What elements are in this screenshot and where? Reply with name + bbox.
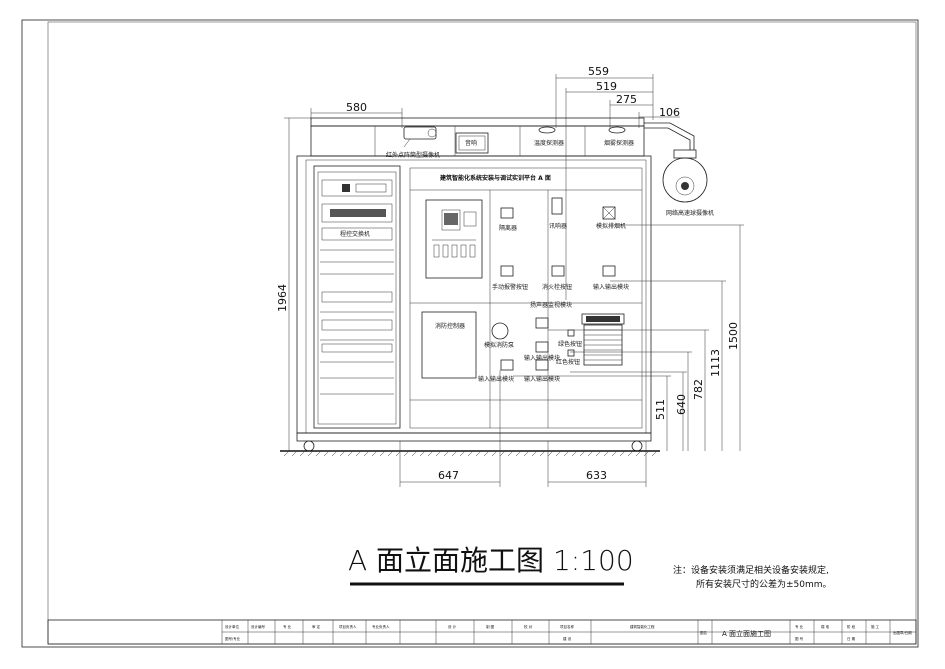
dim-511: 511 bbox=[654, 399, 667, 420]
siren-module-label: 扬声器监视模块 bbox=[530, 301, 572, 309]
tb-stage: 阶 段 bbox=[847, 624, 856, 629]
dome-camera bbox=[644, 122, 708, 203]
tb-project-lead: 项目负责人 bbox=[339, 624, 357, 629]
dimension-lines bbox=[284, 74, 744, 487]
tb-drawing-name: A 面立面施工图 bbox=[722, 629, 771, 638]
red-button-icon bbox=[567, 349, 575, 357]
io-module-4-label: 输入输出模块 bbox=[524, 375, 560, 383]
sheet-border bbox=[21, 19, 919, 648]
fire-alarm-panel bbox=[425, 199, 483, 279]
equipment-rack: 程控交换机 bbox=[320, 179, 394, 395]
note-line-2: 所有安装尺寸的公差为±50mm。 bbox=[696, 578, 832, 590]
tb-specialty: 专 业 bbox=[795, 624, 804, 629]
tb-client: 建 设 bbox=[563, 636, 572, 641]
dim-633: 633 bbox=[586, 469, 607, 482]
dim-1500: 1500 bbox=[727, 322, 740, 350]
red-button-label: 红色按钮 bbox=[556, 358, 580, 366]
dim-640: 640 bbox=[675, 394, 688, 415]
wheels bbox=[303, 440, 643, 452]
speaker-label: 音响 bbox=[465, 139, 477, 147]
tb-stamp: 出图章/日期 bbox=[893, 630, 912, 635]
dim-580: 580 bbox=[346, 101, 367, 114]
fire-controller-box bbox=[421, 311, 477, 379]
dim-1964: 1964 bbox=[276, 284, 289, 312]
green-button-label: 绿色按钮 bbox=[558, 340, 582, 348]
dim-782: 782 bbox=[692, 379, 705, 400]
fire-valve-icon bbox=[491, 322, 509, 340]
dome-camera-label: 网络高速球摄像机 bbox=[666, 209, 714, 217]
dim-106: 106 bbox=[659, 106, 680, 119]
dim-647: 647 bbox=[438, 469, 459, 482]
smoke-detector-label: 烟雾探测器 bbox=[604, 139, 634, 147]
fire-controller-label: 消防控制器 bbox=[435, 322, 465, 330]
smoke-detector-icon bbox=[608, 126, 626, 134]
io-module-2-label: 输入输出模块 bbox=[524, 354, 560, 362]
tb-sheet-no: 图 号 bbox=[795, 636, 804, 641]
hydrant-button-icon bbox=[551, 265, 565, 277]
shutter-door bbox=[581, 313, 625, 366]
tb-design-unit: 设计单位 bbox=[225, 624, 239, 629]
tb-design-no: 设计编号 bbox=[251, 624, 265, 629]
isolator-icon bbox=[500, 207, 514, 219]
io-module-2-icon bbox=[535, 341, 549, 353]
tb-date: 日 期 bbox=[847, 636, 856, 641]
platform-elevation bbox=[296, 117, 652, 442]
tb-drafter: 制 图 bbox=[486, 624, 495, 629]
io-module-3-icon bbox=[500, 359, 514, 371]
fire-valve-label: 模拟消防泵 bbox=[484, 341, 514, 349]
siren-module-icon bbox=[535, 317, 549, 329]
program-switch-label: 程控交换机 bbox=[340, 230, 370, 238]
green-button-icon bbox=[567, 329, 575, 337]
tb-designer: 设 计 bbox=[448, 624, 457, 629]
temperature-detector-label: 温度探测器 bbox=[534, 139, 564, 147]
tb-project-name: 项目名称 bbox=[560, 624, 574, 629]
alarm-bell-label: 讯响器 bbox=[549, 222, 567, 230]
tb-drawing-name-label: 图名 bbox=[700, 630, 707, 635]
tb-discipline: 专 业 bbox=[283, 624, 292, 629]
simulated-exhaust-label: 模拟排烟机 bbox=[596, 222, 626, 230]
drawing-title: A 面立面施工图 1:100 bbox=[348, 544, 634, 577]
speaker-box bbox=[455, 132, 489, 154]
tb-specialty-value: 弱 电 bbox=[821, 624, 830, 629]
io-module-1-label: 输入输出模块 bbox=[593, 283, 629, 291]
tb-drawing-no: 图号/专业 bbox=[225, 636, 241, 641]
dim-1113: 1113 bbox=[709, 349, 722, 377]
title-block bbox=[47, 619, 917, 645]
manual-alarm-label: 手动报警按钮 bbox=[492, 283, 528, 291]
exhaust-fan-icon bbox=[602, 206, 616, 220]
infrared-camera bbox=[403, 126, 437, 148]
alarm-bell-icon bbox=[551, 197, 563, 215]
infrared-camera-label: 红外点阵筒型摄像机 bbox=[386, 151, 440, 159]
dim-519: 519 bbox=[596, 80, 617, 93]
hydrant-button-label: 消火栓按钮 bbox=[542, 283, 572, 291]
tb-project-value: 建筑智能化工程 bbox=[630, 624, 655, 629]
tb-checker: 校 对 bbox=[524, 624, 533, 629]
dim-275: 275 bbox=[616, 93, 637, 106]
io-module-1-icon bbox=[602, 265, 616, 277]
dim-559: 559 bbox=[588, 65, 609, 78]
temperature-detector-icon bbox=[538, 126, 556, 134]
tb-discipline-lead: 专业负责人 bbox=[372, 624, 390, 629]
note-line-1: 注：设备安装须满足相关设备安装规定, bbox=[673, 564, 829, 576]
platform-title: 建筑智能化系统安装与调试实训平台 A 面 bbox=[440, 174, 551, 182]
isolator-label: 隔离器 bbox=[499, 224, 517, 232]
ground-hatch bbox=[283, 450, 658, 457]
manual-alarm-icon bbox=[500, 265, 514, 277]
tb-approved: 审 定 bbox=[312, 624, 321, 629]
io-module-4-icon bbox=[535, 359, 549, 371]
io-module-3-label: 输入输出模块 bbox=[478, 375, 514, 383]
tb-stage-value: 施 工 bbox=[871, 624, 880, 629]
